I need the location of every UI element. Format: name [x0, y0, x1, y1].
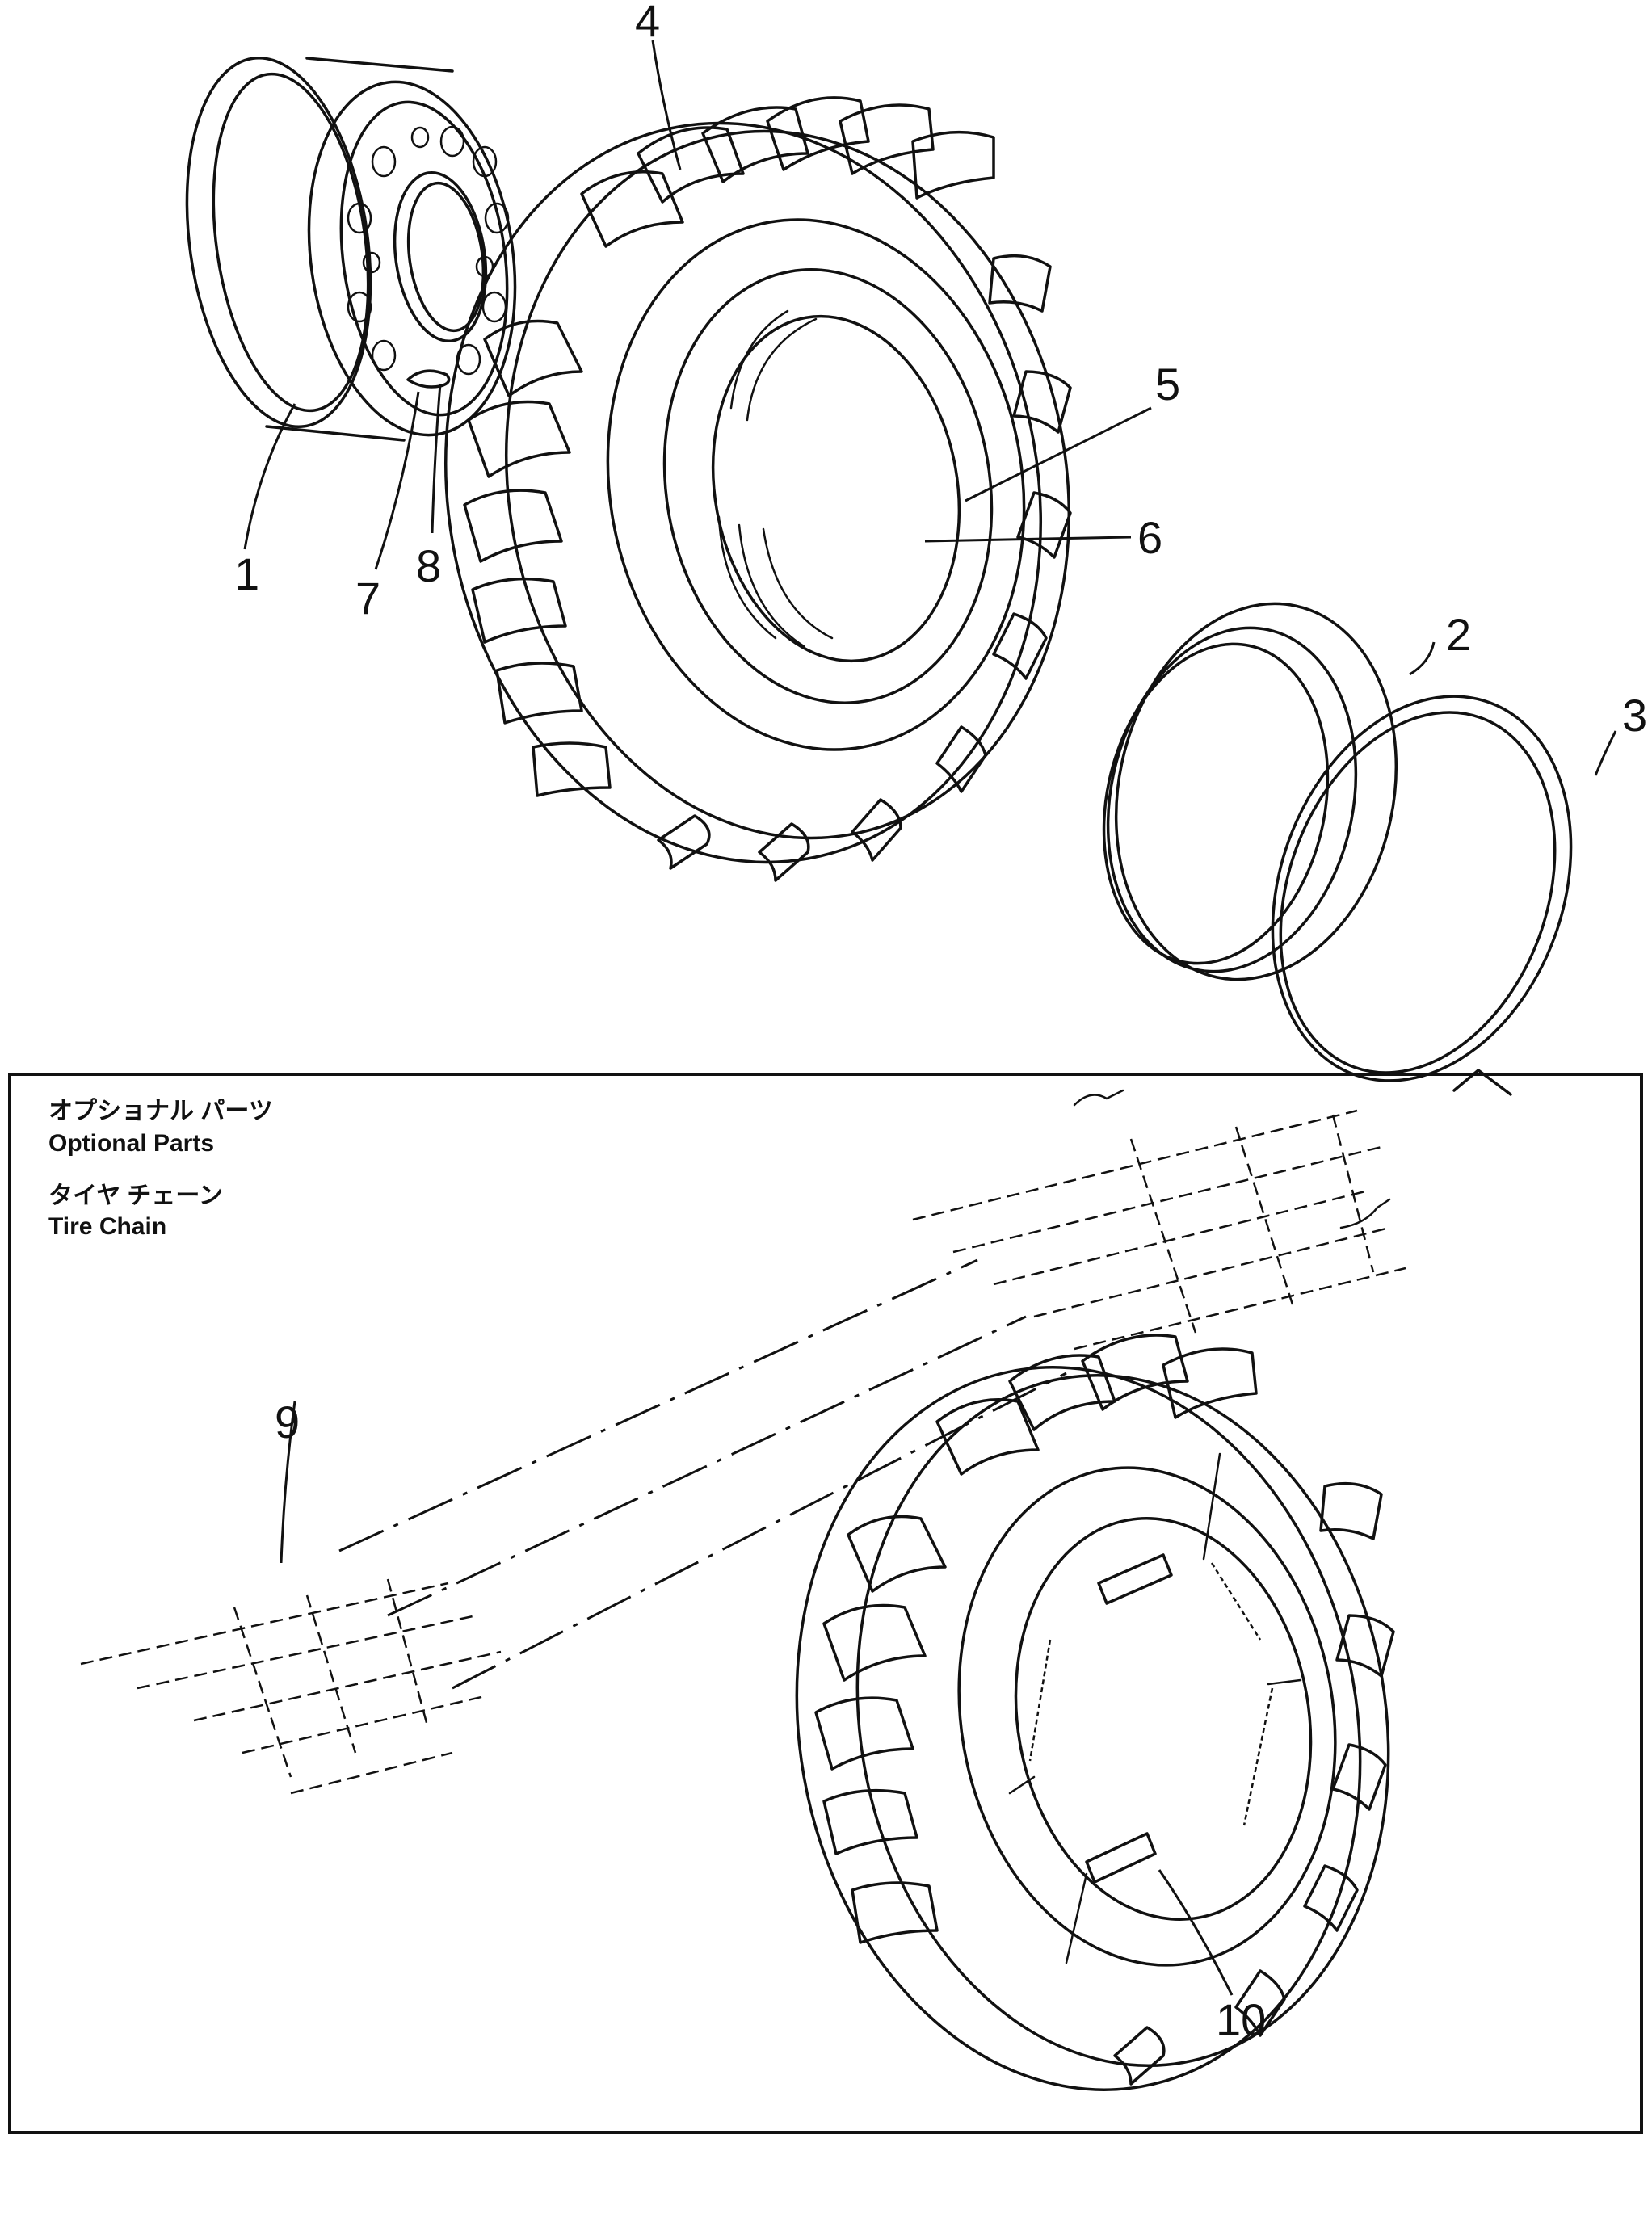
optional-title-jp: オプショナル パーツ	[48, 1098, 273, 1124]
leader-9	[280, 1401, 296, 1564]
rim-bolt-holes	[347, 125, 510, 376]
valve	[406, 369, 451, 389]
callout-4: 4	[635, 0, 660, 46]
callout-2: 2	[1446, 609, 1471, 660]
callout-5: 5	[1155, 359, 1180, 410]
chain-tensioners	[1008, 1452, 1302, 1964]
optional-subtitle-en: Tire Chain	[48, 1213, 166, 1240]
callout-8: 8	[416, 540, 441, 591]
leader-4	[651, 40, 682, 170]
optional-parts-box: オプショナル パーツ Optional Parts タイヤ チェーン Tire …	[8, 1073, 1643, 2134]
leader-1	[243, 403, 296, 550]
tire-tread-lugs	[463, 96, 1072, 882]
leader-7	[374, 391, 420, 570]
callout-3: 3	[1622, 690, 1647, 741]
callout-10: 10	[1216, 1994, 1266, 2045]
leader-6	[924, 536, 1132, 543]
tire-chain-far	[912, 1089, 1406, 1351]
callout-9: 9	[275, 1397, 300, 1447]
tire	[444, 96, 1072, 882]
leader-lines	[243, 40, 1617, 776]
tire-inner-rings	[717, 309, 834, 648]
optional-box-frame	[8, 1073, 1643, 2134]
leader-8	[431, 383, 442, 534]
leader-2	[1409, 641, 1436, 676]
optional-title-en: Optional Parts	[48, 1130, 214, 1157]
callout-1: 1	[234, 548, 259, 599]
flange-ring	[1102, 602, 1398, 981]
chain-connector-lines	[338, 1258, 1067, 1690]
callout-6: 6	[1137, 512, 1162, 563]
optional-subtitle-jp: タイヤ チェーン	[48, 1183, 223, 1209]
leader-3	[1594, 730, 1617, 776]
leader-10	[1158, 1869, 1234, 1996]
lock-ring	[1271, 695, 1573, 1096]
leader-5	[965, 406, 1152, 502]
callout-labels: 1 2 3 4 5 6 7 8 9 10	[234, 0, 1647, 2045]
wheel-rim	[185, 56, 517, 442]
callout-7: 7	[355, 573, 380, 624]
chained-tire	[795, 1334, 1395, 2091]
tire-chain-near	[80, 1578, 502, 1795]
